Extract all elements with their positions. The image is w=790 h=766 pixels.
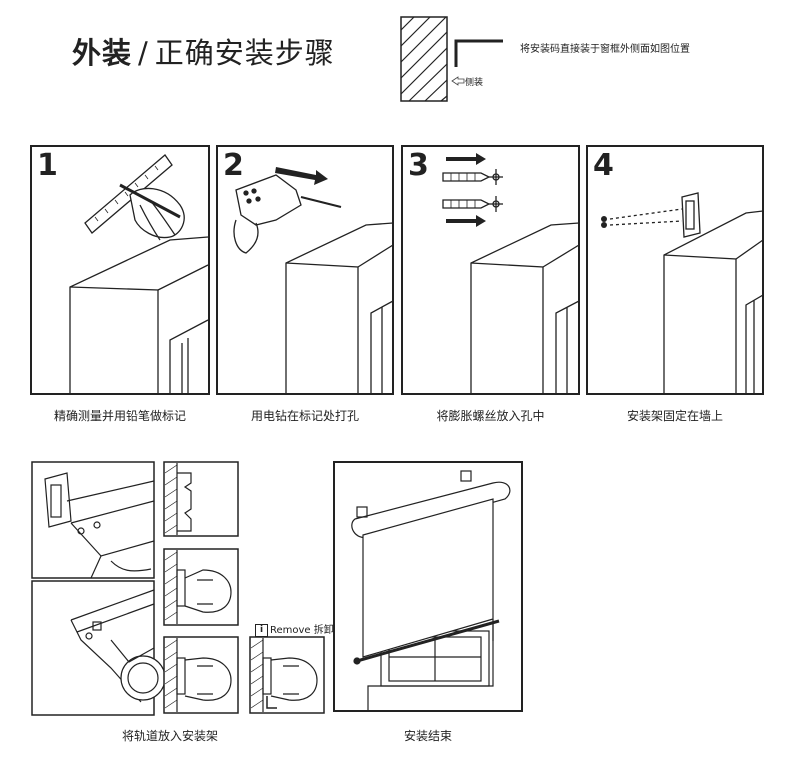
- step-3-panel: [401, 145, 580, 395]
- rail-bracket-detail-bottom: [31, 580, 166, 716]
- side-label: 侧装: [465, 78, 484, 88]
- clip-detail-4: [249, 636, 325, 714]
- side-mount-hatch-icon: [400, 16, 448, 102]
- title-separator: /: [138, 36, 149, 70]
- clip-detail-3: [163, 636, 239, 714]
- rail-caption: 将轨道放入安装架: [121, 729, 218, 743]
- step-2-panel: [216, 145, 394, 395]
- step-4-number: 4: [593, 148, 614, 183]
- step-3-number: 3: [408, 148, 429, 183]
- install-note: 将安装码直接装于窗框外侧面如图位置: [520, 44, 690, 55]
- step-4-panel: [586, 145, 764, 395]
- step-1-number: 1: [37, 148, 58, 183]
- title-bold: 外装: [72, 36, 133, 70]
- title-rest: 正确安装步骤: [154, 36, 335, 70]
- clip-detail-2: [163, 548, 239, 626]
- step-1-caption: 精确测量并用铅笔做标记: [53, 409, 186, 423]
- step-3-caption: 将膨胀螺丝放入孔中: [436, 409, 545, 423]
- finished-install-panel: [333, 461, 523, 712]
- side-arrow-icon: [451, 76, 465, 86]
- info-icon: i: [255, 623, 268, 637]
- step-4-caption: 安装架固定在墙上: [626, 409, 723, 423]
- bracket-outline-icon: [454, 39, 503, 67]
- step-2-number: 2: [223, 148, 244, 183]
- rail-bracket-detail-top: [31, 461, 155, 579]
- step-1-panel: [30, 145, 210, 395]
- step-2-caption: 用电钻在标记处打孔: [250, 409, 359, 423]
- remove-label: Remove 拆卸: [270, 625, 334, 636]
- page-title: 外装/正确安装步骤: [72, 30, 335, 72]
- clip-detail-1: [163, 461, 239, 537]
- done-caption: 安装结束: [403, 729, 452, 743]
